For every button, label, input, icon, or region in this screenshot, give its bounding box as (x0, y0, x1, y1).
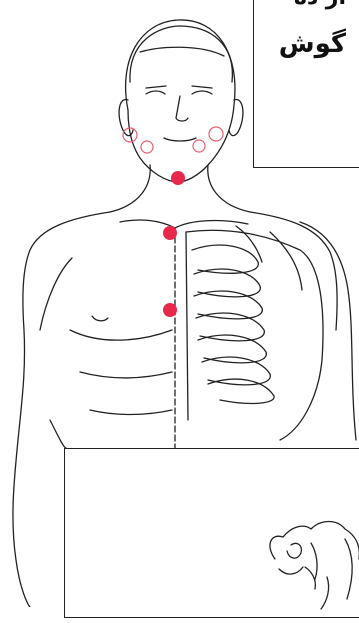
acupoints (163, 171, 185, 317)
throat-point (163, 226, 177, 240)
clavicle (120, 220, 248, 228)
head-outline (126, 20, 235, 182)
right-eye (192, 91, 212, 94)
hand-outline (270, 522, 359, 610)
mouth (164, 138, 196, 141)
right-jaw-circle-outer (209, 127, 223, 141)
label-line-1: ار ده (294, 0, 346, 10)
chest-line (70, 330, 172, 340)
rib-cage (186, 226, 323, 440)
label-box: ار ده گوش (253, 0, 359, 168)
label-line-2: گوش (279, 29, 346, 59)
inset-box (64, 448, 359, 618)
right-jaw-circle-inner (193, 140, 205, 152)
left-jaw-circle-inner (141, 141, 153, 153)
sternum-point (163, 303, 177, 317)
hand-drawing (65, 449, 359, 619)
left-ear (119, 100, 133, 136)
nose (176, 96, 188, 121)
right-ear (229, 100, 243, 136)
left-eye (146, 91, 165, 94)
chin-point (171, 171, 185, 185)
